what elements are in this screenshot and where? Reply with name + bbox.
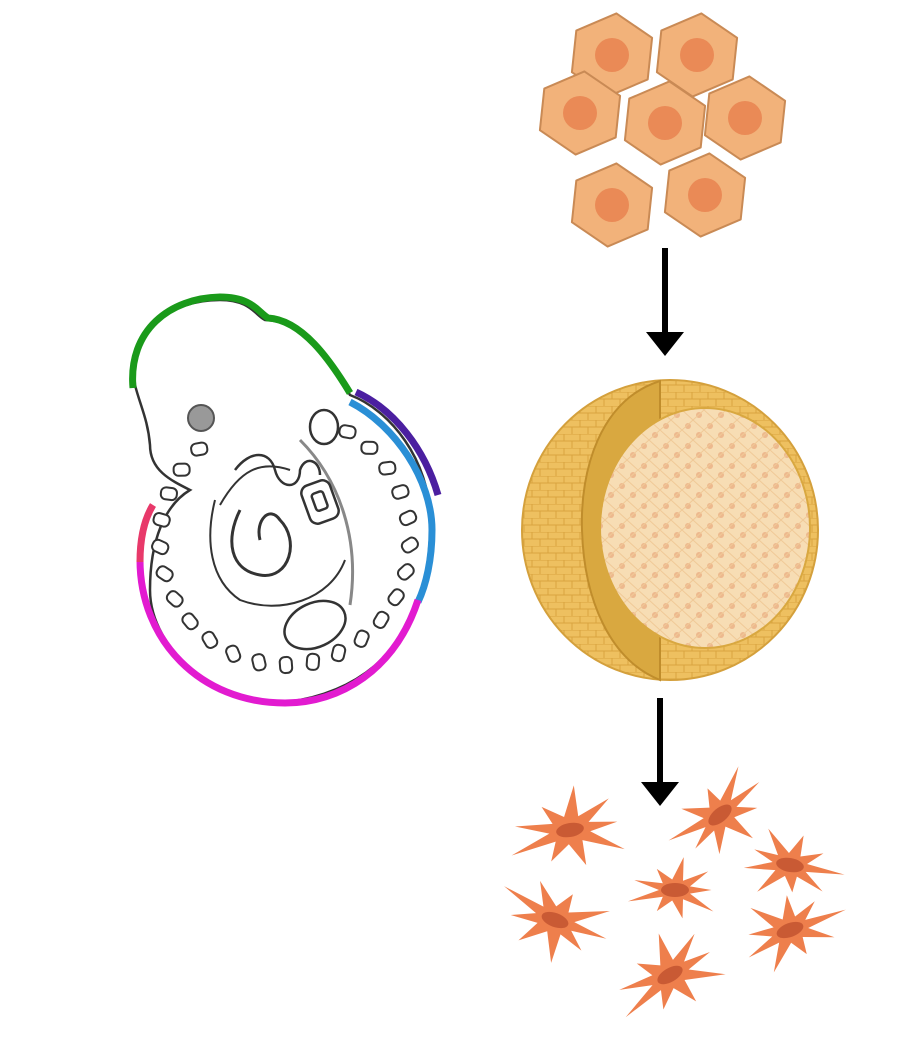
fibroblast-cell (511, 785, 625, 866)
embryo-illustration (133, 298, 432, 703)
somite (251, 653, 267, 672)
fibroblast-cell (627, 857, 714, 919)
somite (278, 655, 294, 675)
embryo-outline (133, 298, 432, 703)
cell-nucleus (648, 106, 682, 140)
embryo-arch (298, 438, 354, 606)
somite (305, 652, 321, 671)
cell (663, 152, 747, 238)
somite (151, 538, 170, 556)
fibroblast-cell (619, 933, 726, 1018)
fibroblast-cell (504, 880, 610, 963)
embryo-eye (187, 404, 215, 432)
arrow-down-icon (646, 248, 684, 356)
somite (172, 462, 191, 477)
embryoid-sphere (521, 379, 819, 682)
cell (655, 12, 739, 98)
cell (538, 70, 622, 156)
somite (181, 612, 199, 631)
cell-nucleus (680, 38, 714, 72)
somite (159, 486, 178, 502)
segment-tail (136, 559, 422, 707)
somite (353, 629, 370, 648)
cell-nucleus (595, 38, 629, 72)
embryo-ear (308, 408, 340, 446)
somite (155, 565, 174, 583)
fibroblast-nucleus (708, 804, 732, 826)
embryo-limb-bud (234, 453, 322, 487)
somite (360, 440, 379, 455)
somite (372, 610, 390, 629)
somite (387, 588, 405, 607)
fibroblast-cell (748, 895, 846, 973)
fibroblast-cell (743, 828, 845, 893)
cell (623, 80, 707, 166)
cell-nucleus (563, 96, 597, 130)
somite (225, 644, 242, 663)
embryo-heart (230, 509, 292, 577)
somite (201, 630, 219, 649)
cell-nucleus (688, 178, 722, 212)
somite (396, 563, 415, 581)
embryo-lower-limb (283, 599, 347, 651)
somite (400, 536, 419, 554)
fibroblast-nucleus (776, 857, 804, 873)
somite (152, 512, 171, 528)
cell-nucleus (728, 101, 762, 135)
sphere-inner (599, 407, 811, 649)
segment-lower (136, 503, 157, 563)
segment-head (129, 293, 353, 395)
somite (378, 460, 397, 476)
fibroblast-nucleus (661, 883, 689, 897)
fibroblast-nucleus (657, 965, 683, 985)
embryo-somites (151, 424, 419, 675)
fibroblast-nucleus (776, 921, 804, 939)
fibroblast-cell (668, 766, 760, 855)
cell (703, 75, 787, 161)
fibroblast-nucleus (541, 911, 569, 929)
somite (338, 424, 357, 440)
cell-cluster (538, 12, 787, 248)
somite (165, 590, 184, 608)
somite (391, 484, 410, 500)
cell-nucleus (595, 188, 629, 222)
fibroblast-nucleus (556, 822, 584, 838)
somite (190, 441, 209, 457)
cell (570, 162, 654, 248)
arrow-down-icon (641, 698, 679, 806)
fibroblast-cells (504, 766, 846, 1018)
segment-trunk (348, 398, 436, 604)
somite (330, 643, 347, 663)
somite (398, 509, 418, 527)
segment-neck (354, 388, 442, 496)
embryo-liver (300, 479, 340, 525)
